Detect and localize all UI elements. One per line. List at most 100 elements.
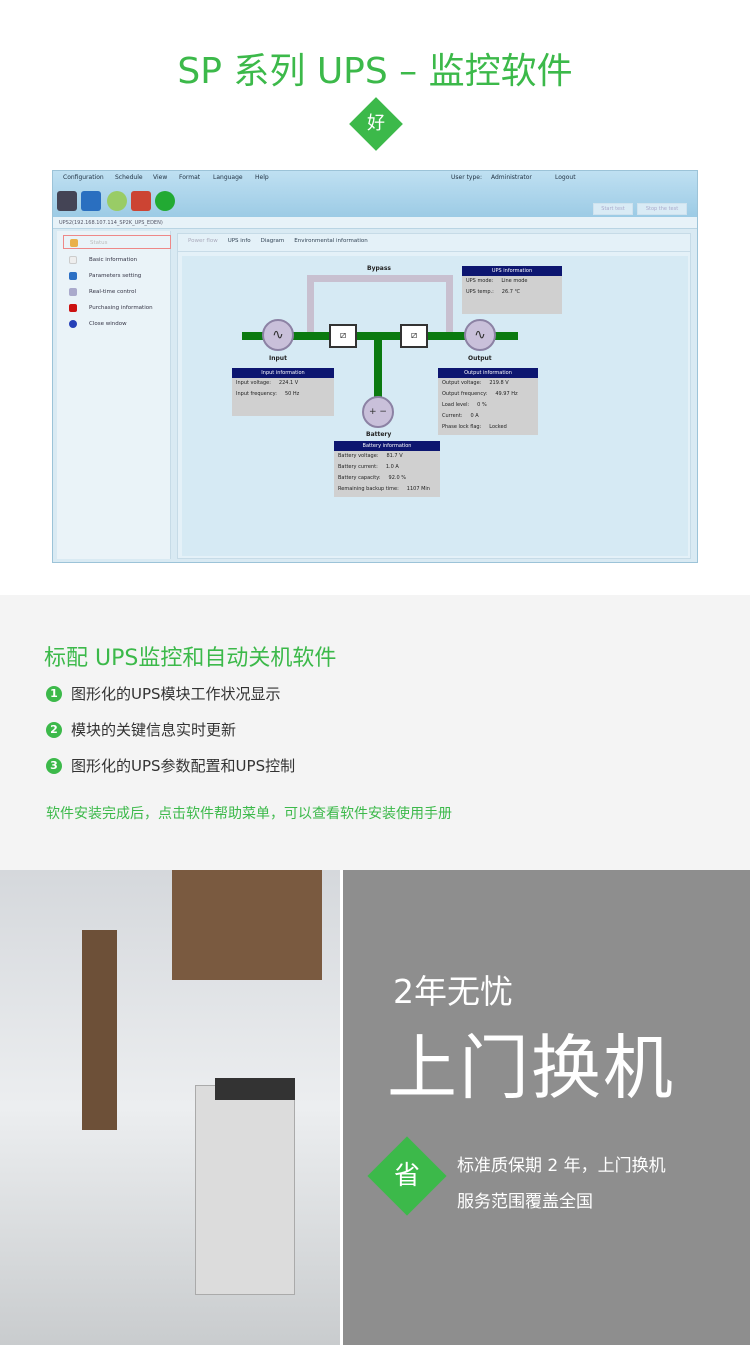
feature-text: 模块的关键信息实时更新 [71,721,237,739]
output-ac-icon: ∿ [464,319,496,351]
sidebar-item-parameters[interactable]: Parameters setting [63,269,171,283]
sidebar-label: Status [90,240,108,246]
bypass-line [446,275,453,337]
number-badge: 3 [46,757,62,774]
battery-line [374,336,382,400]
sidebar-label: Real-time control [89,289,137,295]
row-key: Output frequency: [442,391,488,397]
row-value: 219.8 V [489,380,509,386]
row-value: 26.7 ℃ [501,289,521,295]
row-value: 50 Hz [284,391,300,397]
row-key: Battery capacity: [338,475,381,481]
tab-ups-info[interactable]: UPS info [227,238,251,244]
connection-title: UPS2(192.168.107.114_SP2K_UPS_EDEN) [53,217,697,229]
menu-help[interactable]: Help [255,174,269,181]
sidebar-label: Basic information [89,257,138,263]
row-value: 1107 Min [406,486,430,492]
feature-text: 图形化的UPS参数配置和UPS控制 [71,757,296,775]
row-key: Battery current: [338,464,378,470]
sidebar-label: Parameters setting [89,273,142,279]
monitor-tool-icon[interactable] [57,191,77,211]
bypass-label: Bypass [367,265,391,272]
control-icon [69,288,77,296]
output-info-panel: Output information Output voltage:219.8 … [438,368,538,435]
printer [195,1085,295,1295]
input-ac-icon: ∿ [262,319,294,351]
row-key: Battery voltage: [338,453,379,459]
row-value: Line mode [501,278,528,284]
row-value: 0 A [470,413,479,419]
service-panel [343,870,750,1345]
menu-format[interactable]: Format [179,174,201,181]
inverter-icon: ⧄ [400,324,428,348]
sidebar-item-purchasing[interactable]: Purchasing information [63,301,171,315]
number-badge: 2 [46,721,62,738]
control-tool-icon[interactable] [131,191,151,211]
panel-title: UPS information [462,266,562,276]
info-icon [69,256,77,264]
stop-test-button[interactable]: Stop the test [637,203,687,215]
feature-text: 图形化的UPS模块工作状况显示 [71,685,281,703]
shelf [82,930,117,1130]
row-key: Phase lock flag: [442,424,482,430]
row-value: Locked [489,424,507,430]
input-label: Input [269,355,287,362]
row-value: 92.0 % [388,475,407,481]
row-value: 224.1 V [278,380,299,386]
row-key: Input frequency: [236,391,277,397]
tab-power-flow[interactable]: Power flow [188,238,218,244]
sidebar-item-status[interactable]: Status [63,235,171,249]
battery-label: Battery [366,431,392,438]
battery-info-panel: Battery information Battery voltage: 81.7… [334,441,440,497]
service-line1: 2年无忧 [393,972,513,1011]
logout-link[interactable]: Logout [555,174,576,181]
page-title: SP 系列 UPS – 监控软件 [177,51,573,92]
save-badge-text: 省 [393,1161,420,1191]
row-key: Remaining backup time: [338,486,399,492]
row-key: Output voltage: [442,380,482,386]
rectifier-icon: ⧄ [329,324,357,348]
menu-schedule[interactable]: Schedule [115,174,143,181]
user-type-value: Administrator [491,174,532,181]
menu-bar: Configuration Schedule View Format Langu… [53,171,697,217]
bypass-line [307,275,453,282]
panel-title: Battery information [334,441,440,451]
service-desc1: 标准质保期 2 年，上门换机 [457,1156,666,1176]
row-key: UPS temp.: [466,289,494,295]
bypass-line [307,275,314,337]
battery-icon: + − [362,396,394,428]
power-tool-icon[interactable] [107,191,127,211]
install-note: 软件安装完成后，点击软件帮助菜单，可以查看软件安装使用手册 [46,806,452,822]
panel-title: Input information [232,368,334,378]
tab-diagram[interactable]: Diagram [260,238,285,244]
sidebar-item-realtime-control[interactable]: Real-time control [63,285,171,299]
sidebar-label: Purchasing information [89,305,153,311]
menu-view[interactable]: View [153,174,168,181]
service-line2: 上门换机 [387,1027,675,1109]
settings-tool-icon[interactable] [81,191,101,211]
power-flow-diagram: Bypass ∿ Input ⧄ ⧄ ∿ Output + − Battery … [182,256,688,556]
row-value: 0 % [477,402,487,408]
sidebar-item-close-window[interactable]: Close window [63,317,171,331]
tab-environmental[interactable]: Environmental information [294,238,368,244]
menu-language[interactable]: Language [213,174,243,181]
main-panel: Power flow UPS info Diagram Environmental i… [177,233,691,559]
ups-info-panel: UPS information UPS mode:Line mode UPS t… [462,266,562,314]
row-value: 49.97 Hz [495,391,518,397]
refresh-tool-icon[interactable] [155,191,175,211]
badge-text: 好 [367,113,385,134]
feature-item: 2 模块的关键信息实时更新 [46,719,236,740]
menu-configuration[interactable]: Configuration [63,174,104,181]
user-type-label: User type: [451,174,483,181]
printer-panel [215,1078,295,1100]
sidebar-item-basic-info[interactable]: Basic information [63,253,171,267]
input-info-panel: Input information Input voltage:224.1 V … [232,368,334,416]
row-value: 1.0 A [385,464,399,470]
office-photo [0,870,340,1345]
row-value: 81.7 V [386,453,403,459]
cabinet [172,870,322,980]
start-test-button[interactable]: Start test [593,203,633,215]
status-icon [70,239,78,247]
features-section [0,595,750,870]
